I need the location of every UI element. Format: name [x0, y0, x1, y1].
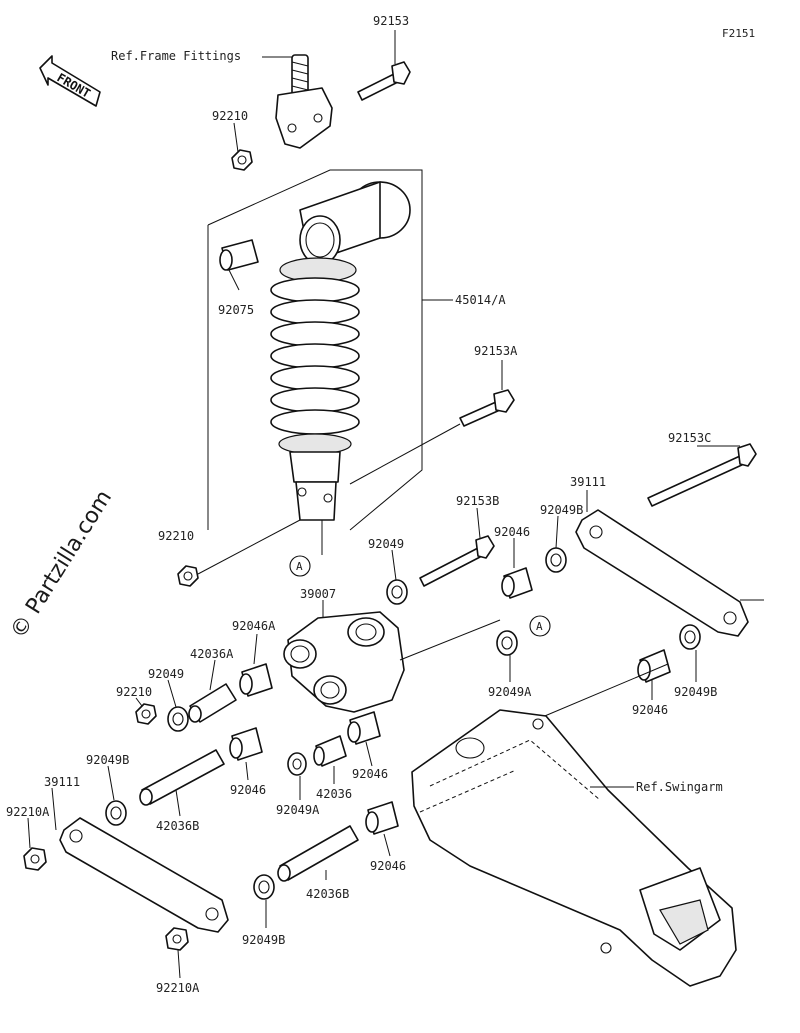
watermark: © Partzilla.com [6, 486, 117, 643]
callout-92049B-bottom: 92049B [242, 933, 285, 947]
callout-92049-upper: 92049 [368, 537, 404, 551]
callout-92046-center-2: 92046 [352, 767, 388, 781]
callout-92049B-right-1: 92049B [540, 503, 583, 517]
collar-42036B-upper [139, 749, 225, 806]
callout-92210-top: 92210 [212, 109, 248, 123]
nut-92210-left [135, 703, 157, 725]
callout-92210-left: 92210 [116, 685, 152, 699]
callout-92153A: 92153A [474, 344, 518, 358]
callout-42036A: 42036A [190, 647, 234, 661]
callout-45014A: 45014/A [455, 293, 506, 307]
tie-rod-39111-left [59, 817, 229, 933]
ref-marker-a2-text: A [536, 620, 543, 633]
leader-lines [27, 30, 740, 979]
bushing-92046-c1 [229, 727, 263, 761]
callout-92046-right: 92046 [632, 703, 668, 717]
nut-92210A-bottom [165, 927, 189, 951]
callout-39111-right: 39111 [570, 475, 606, 489]
bolt-92153A [349, 389, 515, 485]
callout-92153-top: 92153 [373, 14, 409, 28]
callout-92153C: 92153C [668, 431, 711, 445]
washer-92049A-right [496, 630, 518, 656]
bolt-92153B [419, 535, 495, 587]
washer-92049A-center [287, 752, 307, 776]
ref-frame-fittings-label: Ref.Frame Fittings [111, 49, 241, 63]
callout-92049A-center: 92049A [276, 803, 320, 817]
callout-92210-mid: 92210 [158, 529, 194, 543]
callout-92046-center-1: 92046 [230, 783, 266, 797]
tie-rod-39111-right [575, 509, 764, 637]
washer-92049B-right-lower [679, 624, 701, 650]
callout-42036: 42036 [316, 787, 352, 801]
shock-absorber [270, 181, 411, 521]
callout-92046A: 92046A [232, 619, 276, 633]
callout-92075: 92075 [218, 303, 254, 317]
washer-92049B-bottom [253, 874, 275, 900]
washer-92049-left [167, 706, 189, 732]
callout-92046-low: 92046 [370, 859, 406, 873]
washer-92049B-right-upper [545, 547, 567, 573]
callout-92049-left: 92049 [148, 667, 184, 681]
bushing-92075 [219, 239, 259, 271]
frame-fitting-bracket [275, 54, 333, 149]
bushing-92046-c2 [347, 711, 381, 745]
bushing-92046-right [637, 649, 671, 683]
bushing-92046-low [365, 801, 399, 835]
swingarm-reference [411, 709, 737, 987]
callout-39007: 39007 [300, 587, 336, 601]
rocker-arm-39007 [283, 611, 501, 713]
collar-42036 [313, 735, 347, 767]
bushing-92046-upper [501, 567, 533, 599]
callout-92046-upper: 92046 [494, 525, 530, 539]
bushing-92046A [239, 663, 273, 697]
callout-92049B-right-2: 92049B [674, 685, 717, 699]
callout-92049A-right: 92049A [488, 685, 532, 699]
ref-swingarm-label: Ref.Swingarm [636, 780, 723, 794]
bolt-92153C [647, 443, 757, 507]
nut-92210-top [231, 149, 253, 171]
collar-42036A [188, 683, 237, 723]
nut-92210A-left [23, 847, 47, 871]
washer-92049-upper [386, 579, 408, 605]
nut-92210-mid [177, 519, 301, 587]
callout-92049B-left: 92049B [86, 753, 129, 767]
collar-42036B-low [277, 825, 359, 882]
ref-marker-a2: A [529, 615, 551, 637]
callout-92210A-left: 92210A [6, 805, 50, 819]
figure-code: F2151 [722, 27, 755, 40]
callout-42036B-upper: 42036B [156, 819, 199, 833]
callout-92210A-bottom: 92210A [156, 981, 200, 995]
ref-marker-a1-text: A [296, 560, 303, 573]
washer-92049B-left [105, 800, 127, 826]
callout-39111-left: 39111 [44, 775, 80, 789]
callout-42036B-low: 42036B [306, 887, 349, 901]
bolt-92153-top [357, 61, 411, 101]
front-label: FRONT [55, 70, 93, 100]
callout-92153B: 92153B [456, 494, 499, 508]
front-arrow-icon: FRONT [39, 55, 101, 107]
ref-marker-a1: A [289, 555, 311, 577]
